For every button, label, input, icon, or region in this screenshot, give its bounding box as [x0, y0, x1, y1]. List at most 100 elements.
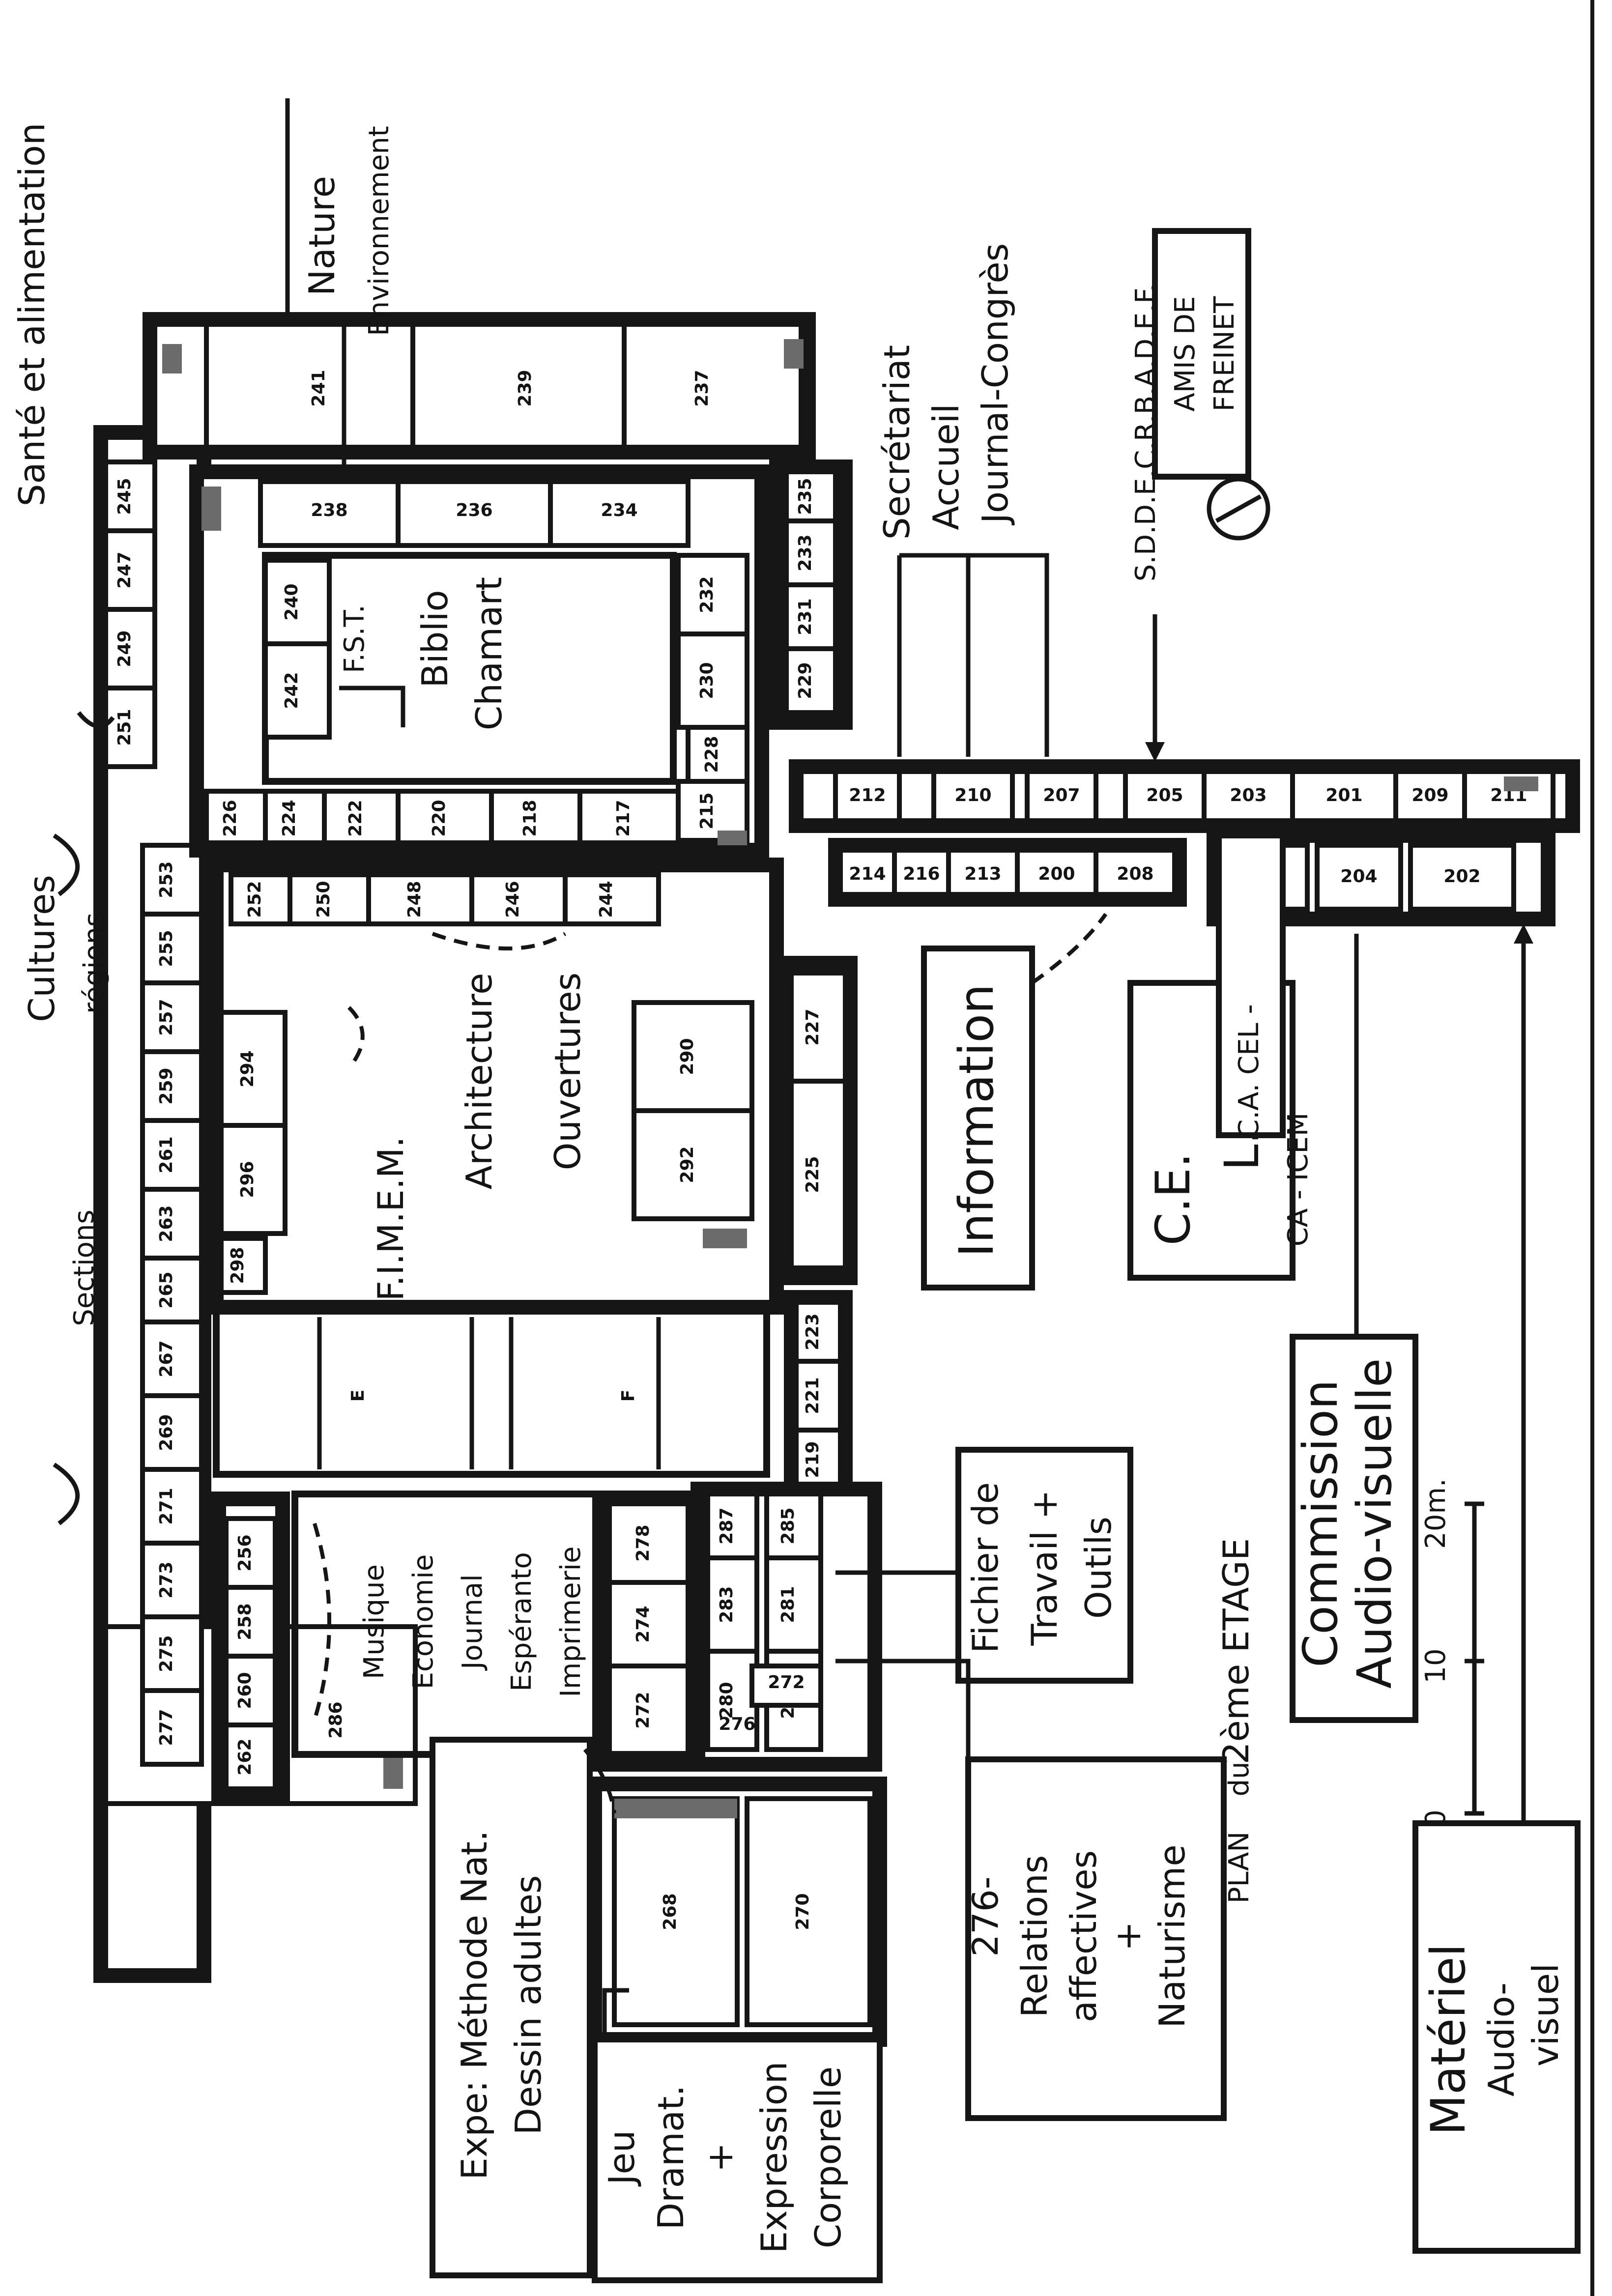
- room-278: [607, 1580, 691, 1668]
- room-label-271: 271: [156, 1488, 176, 1524]
- room-281: [764, 1555, 823, 1654]
- halls-e-f: E F: [213, 1304, 770, 1478]
- label-expe2: Dessin adultes: [508, 1875, 549, 2135]
- room-244: [563, 872, 661, 926]
- leader-jeu: [602, 1988, 629, 2039]
- bracket-cultures: [53, 833, 80, 896]
- leader-expe: [583, 1748, 616, 1814]
- room-203: [1202, 769, 1295, 823]
- stair-hatch-ring-n: [202, 487, 221, 531]
- room-label-232: 232: [697, 576, 717, 613]
- room-label-208: 208: [1117, 864, 1153, 884]
- room-label-244: 244: [596, 881, 616, 918]
- label-musique: Musique: [358, 1564, 390, 1679]
- hall-frame: [213, 1304, 770, 1478]
- stair-hatch-sw: [383, 1754, 403, 1789]
- label-travail: Travail +: [1024, 1490, 1065, 1646]
- room-label-204: 204: [1340, 866, 1377, 887]
- room-label-261: 261: [156, 1136, 176, 1173]
- room-label-292: 292: [677, 1146, 697, 1183]
- room-275: [140, 1614, 204, 1693]
- room-225: [789, 1079, 848, 1270]
- room-283: [705, 1555, 759, 1654]
- room-label-215: 215: [697, 792, 717, 829]
- label-jeu5: Corporelle: [807, 2066, 849, 2248]
- room-label-256: 256: [235, 1534, 255, 1571]
- room-label-268: 268: [660, 1893, 680, 1930]
- stair-hatch-se: [1504, 776, 1538, 791]
- room-label-217: 217: [613, 800, 633, 836]
- room-label-277: 277: [156, 1709, 176, 1746]
- label-ca-cel: C.A. CEL -: [1233, 1004, 1265, 1139]
- label-nature: Nature: [301, 176, 343, 296]
- room-label-236: 236: [456, 500, 492, 520]
- label-expe1: Expe: Méthode Nat.: [454, 1830, 495, 2180]
- box-amis: [1152, 228, 1251, 480]
- room-235: [784, 469, 838, 523]
- room-label-218: 218: [520, 800, 540, 836]
- room-label-210: 210: [954, 785, 991, 805]
- label-biblio: Biblio: [414, 590, 456, 688]
- label-jeu1: Jeu: [601, 2130, 642, 2186]
- box-commission: [1290, 1334, 1418, 1723]
- room-233: [784, 518, 838, 587]
- room-label-205: 205: [1146, 785, 1183, 805]
- room-label-251: 251: [115, 709, 135, 746]
- north-wing: 241 239 237: [143, 312, 816, 459]
- room-277: [140, 1688, 204, 1767]
- room-label-248: 248: [404, 881, 425, 918]
- room-259: [140, 1049, 204, 1123]
- label-secretariat: Secrétariat: [876, 345, 918, 540]
- room-226: [204, 789, 268, 845]
- inner-ring: 238 236 234 232 230 228 226 224 222 220 …: [189, 464, 769, 858]
- room-292: [632, 1108, 754, 1221]
- southeast-wing: 212 210 207 205 203 201 209 211 214 216 …: [789, 759, 1580, 926]
- label-fimem: F.I.M.E.M.: [370, 1136, 411, 1301]
- room-268-hatch: [614, 1799, 737, 1818]
- room-label-259: 259: [156, 1067, 176, 1104]
- label-jeu3: +: [699, 2143, 741, 2172]
- room-256: [224, 1516, 278, 1590]
- label-ca-icem: CA - ICEM: [1282, 1113, 1314, 1247]
- room-label-270: 270: [793, 1893, 813, 1930]
- stair-hatch-ne: [784, 339, 804, 369]
- room-label-269: 269: [156, 1414, 176, 1451]
- room-label-235: 235: [795, 478, 815, 515]
- room-label-227: 227: [803, 1008, 823, 1045]
- label-amis: AMIS DE: [1169, 296, 1201, 412]
- room-label-275: 275: [156, 1635, 176, 1672]
- room-label-272: 272: [768, 1672, 805, 1693]
- box-materiel: [1412, 1820, 1581, 2254]
- room-263: [140, 1187, 204, 1261]
- room-label-273: 273: [156, 1561, 176, 1598]
- room-label-238: 238: [311, 500, 347, 520]
- leader-fimem: [347, 1006, 365, 1063]
- room-228: [686, 725, 749, 784]
- label-ouvertures: Ouvertures: [547, 973, 588, 1171]
- label-environnement: Environnement: [363, 126, 395, 336]
- room-label-231: 231: [795, 598, 815, 635]
- room-label-283: 283: [717, 1586, 737, 1623]
- room-296: [219, 1123, 288, 1236]
- room-label-200: 200: [1038, 864, 1075, 884]
- room-label-225: 225: [803, 1156, 823, 1193]
- scale-label-10: 10: [1420, 1648, 1452, 1683]
- room-label-258: 258: [235, 1603, 255, 1640]
- label-imprimerie: Imprimerie: [555, 1546, 587, 1697]
- label-rel5: Naturisme: [1151, 1844, 1193, 2028]
- room-285: [764, 1492, 823, 1560]
- room-label-282: 280: [717, 1682, 737, 1719]
- room-label-276-inline: 276: [719, 1714, 755, 1734]
- room-label-260: 260: [235, 1672, 255, 1709]
- room-218: [489, 789, 582, 845]
- label-economie: Economie: [407, 1554, 439, 1690]
- room-207: [1025, 769, 1098, 823]
- room-258: [224, 1585, 278, 1659]
- room-label-253: 253: [156, 861, 176, 898]
- label-fst: F.S.T.: [339, 604, 371, 673]
- room-270: [745, 1796, 872, 2027]
- plan-title-prefix: PLAN: [1223, 1832, 1255, 1903]
- room-237: [622, 322, 804, 450]
- label-outils: Outils: [1078, 1517, 1119, 1619]
- stair-hatch-nw: [162, 344, 182, 373]
